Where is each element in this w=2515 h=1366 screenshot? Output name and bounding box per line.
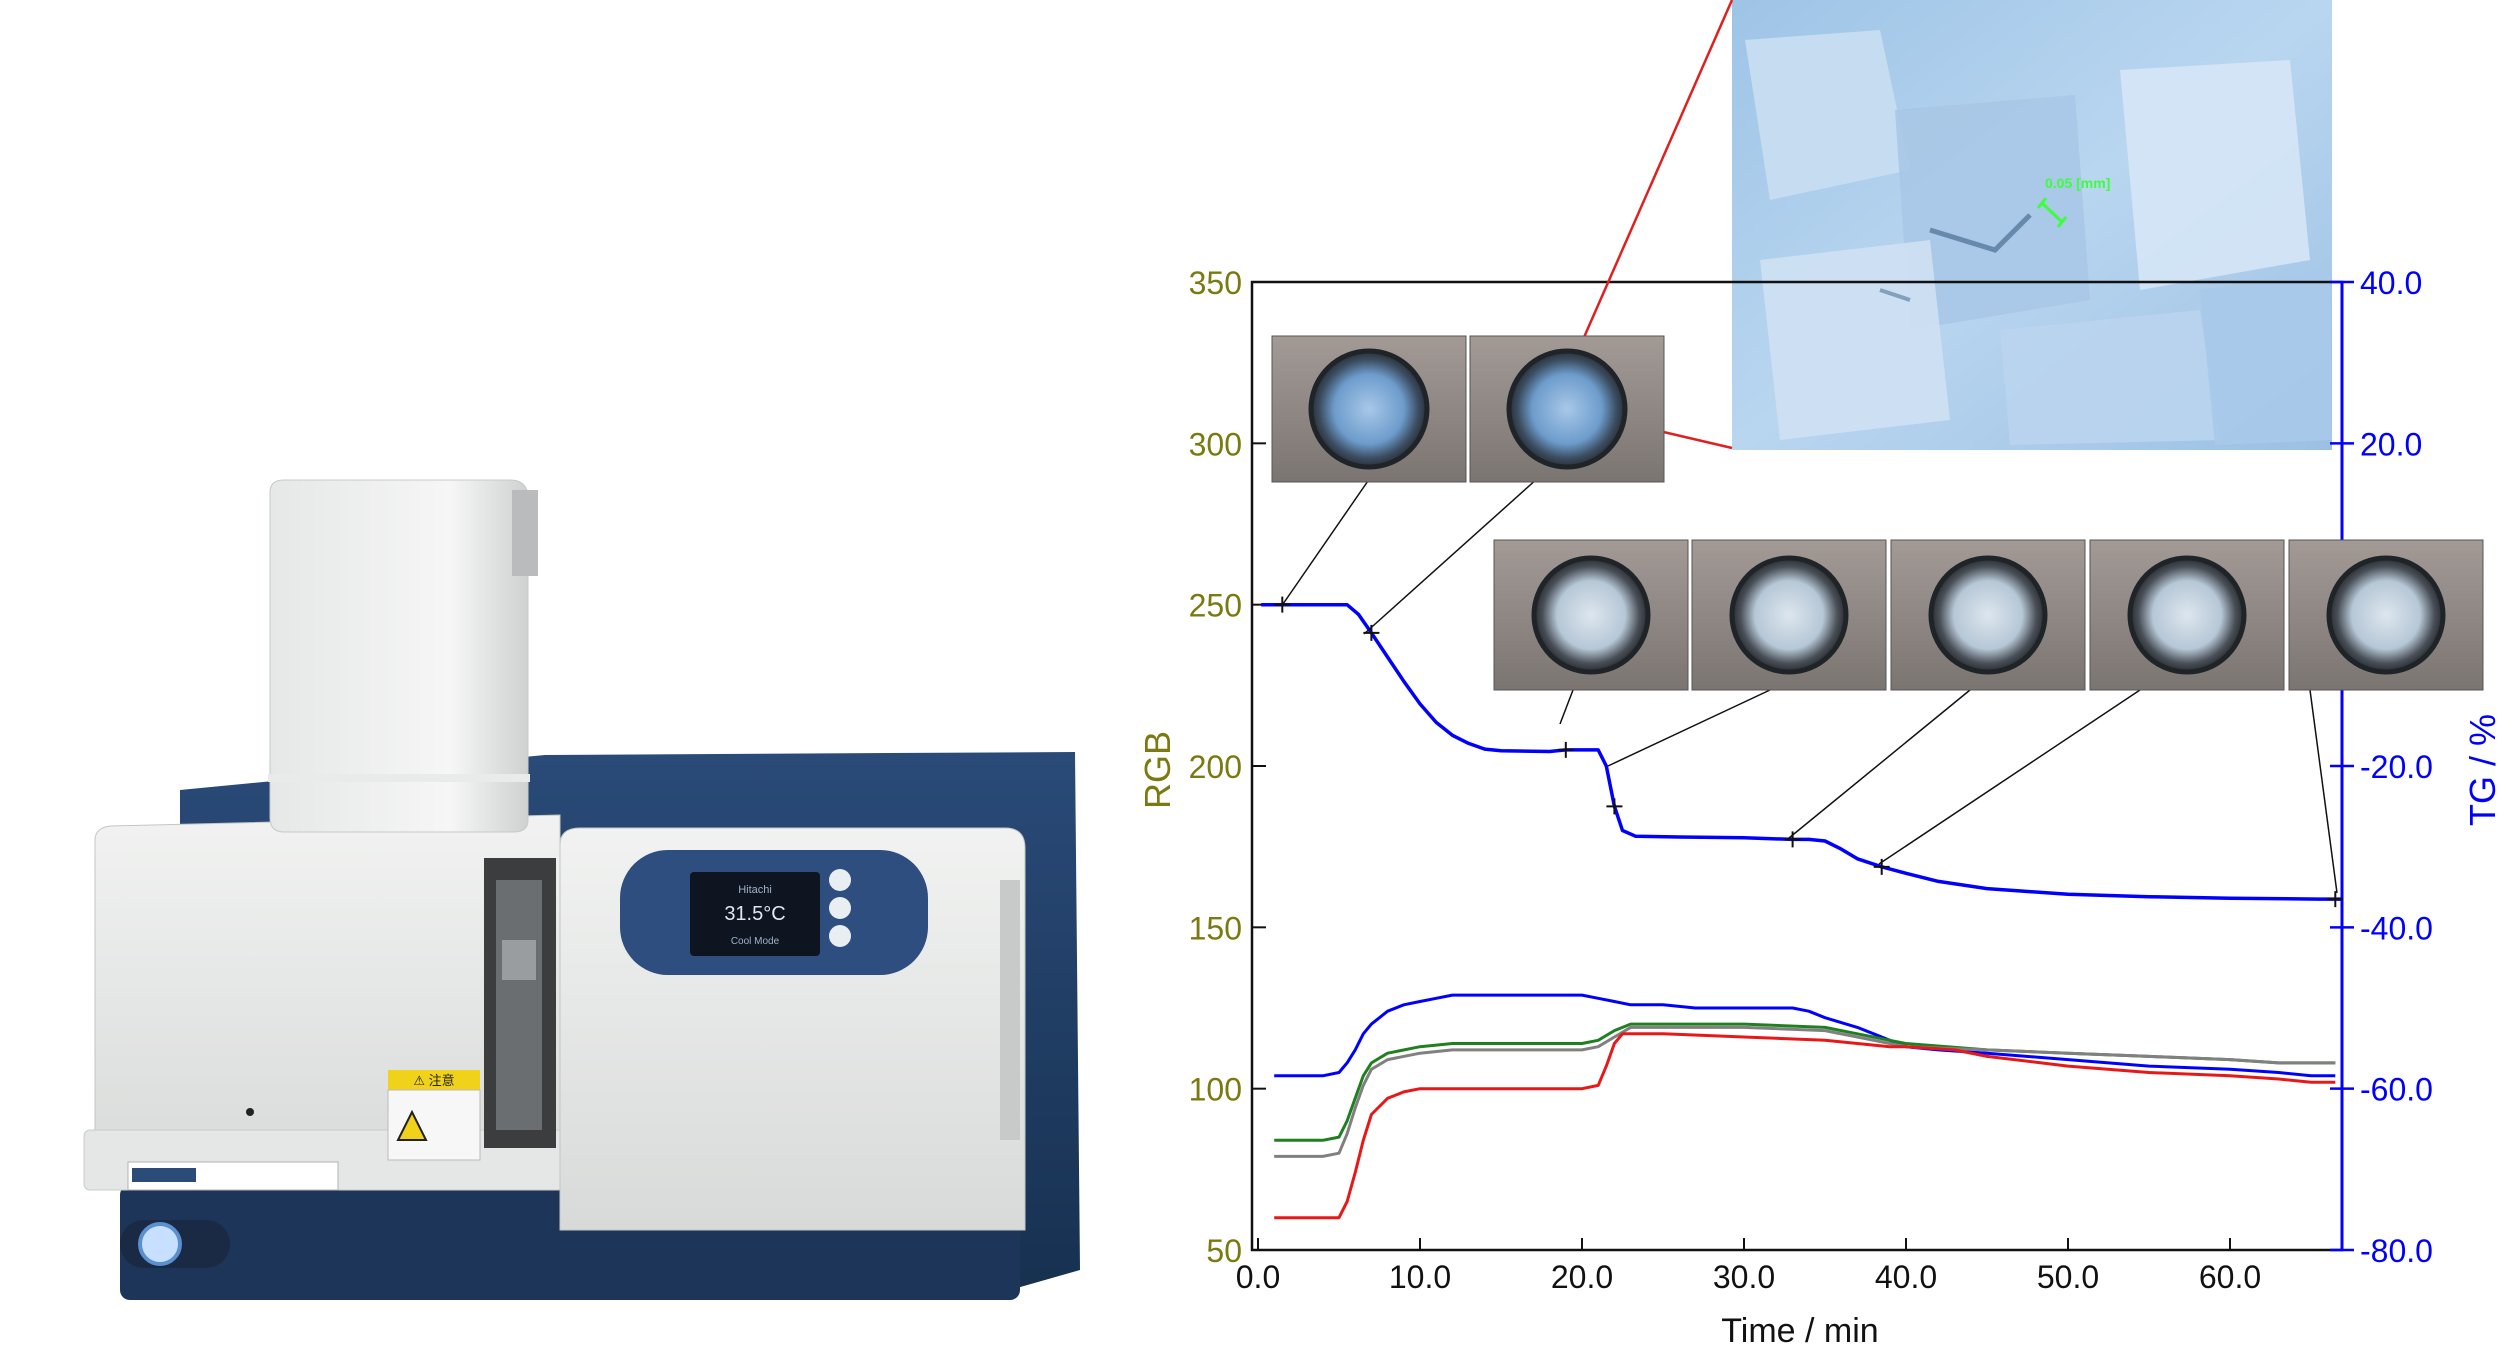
right-tick-label: -40.0 [2360,910,2433,946]
micrograph-inset: 0.05 [mm] [1732,0,2332,450]
power-button[interactable] [138,1222,182,1266]
x-tick-label: 0.0 [1236,1259,1280,1295]
left-tick-label: 300 [1189,426,1242,462]
series-layer [1261,602,2344,1220]
tg-marker [1557,741,1574,758]
x-axis-title: Time / min [1721,1312,1878,1350]
crucible-photo [1271,335,1467,483]
connector-line [2309,689,2338,894]
panel-button-middle[interactable] [829,897,851,919]
rgb-curve-4 [1274,1032,2336,1220]
panel-button-down[interactable] [829,925,851,947]
left-tick-label: 100 [1189,1072,1242,1108]
left-tick-label: 350 [1189,265,1242,301]
connector-line [1607,689,1771,767]
crucible-photo [1691,539,1887,691]
lcd-line-1: Hitachi [738,884,772,896]
x-tick-label: 50.0 [2037,1259,2099,1295]
connector-line [1282,477,1371,605]
connector-line [1363,477,1539,635]
tg-marker [1274,596,1291,613]
left-tick-label: 50 [1206,1233,1242,1269]
rgb-curve-1 [1274,993,2336,1078]
x-tick-label: 20.0 [1551,1259,1613,1295]
left-axis-title: RGB [1137,731,1178,809]
scale-bar-label: 0.05 [mm] [2045,175,2110,191]
left-axis-ticks: 350 300 250 200 150 100 50 [1189,265,1266,1269]
crucible-photo [1469,335,1665,483]
crucible-photo [1493,539,1689,691]
crucible-photo [2089,539,2285,691]
tg-rgb-chart: 0.0 10.0 20.0 30.0 40.0 50.0 60.0 350 300 250 200… [1137,0,2503,1350]
lcd-line-3: Cool Mode [731,936,780,947]
tg-marker [1784,831,1801,848]
furnace-vent [512,490,538,576]
right-tick-label: 20.0 [2360,426,2422,462]
furnace-cover [269,479,529,833]
crucible-photo [1890,539,2086,691]
tg-marker [1606,798,1623,815]
rgb-curve-3 [1274,1025,2336,1158]
right-axis-ticks: 40.020.00.0-20.0-40.0-60.0-80.0 [2330,265,2433,1269]
left-tick-label: 150 [1189,910,1242,946]
indicator-lamp [246,1108,254,1116]
right-tick-label: -80.0 [2360,1233,2433,1269]
scale-bar [2036,197,2068,228]
photo-connectors [1282,477,2338,894]
x-tick-label: 40.0 [1875,1259,1937,1295]
warning-label-text: ⚠ 注意 [413,1073,454,1088]
lcd-line-2: 31.5°C [724,903,785,925]
left-tick-label: 200 [1189,749,1242,785]
control-module-vent [1000,880,1020,1140]
right-tick-label: -20.0 [2360,749,2433,785]
connector-line [1788,689,1971,839]
right-tick-label: 40.0 [2360,265,2422,301]
x-tick-label: 10.0 [1389,1259,1451,1295]
warning-label: ⚠ 注意 [387,1070,481,1161]
panel-button-up[interactable] [829,869,851,891]
right-tick-label: -60.0 [2360,1072,2433,1108]
rgb-curve-2 [1274,1022,2336,1142]
tg-curve [1261,602,2344,901]
x-axis-ticks: 0.0 10.0 20.0 30.0 40.0 50.0 60.0 [1236,1238,2261,1295]
crucible-photo [2288,539,2484,691]
x-tick-label: 30.0 [1713,1259,1775,1295]
left-tick-label: 250 [1189,588,1242,624]
right-axis-title: TG / % [2462,714,2503,826]
tg-marker [1873,858,1890,875]
thermal-analyzer-illustration: ⚠ 注意 Hitachi 31.5°C Cool Mode [83,479,1080,1300]
brand-logo [132,1168,196,1182]
tg-marker [2327,891,2344,908]
lcd-display [690,872,820,956]
connector-line [1559,689,1574,725]
connector-line [1878,689,2141,865]
x-tick-label: 60.0 [2199,1259,2261,1295]
